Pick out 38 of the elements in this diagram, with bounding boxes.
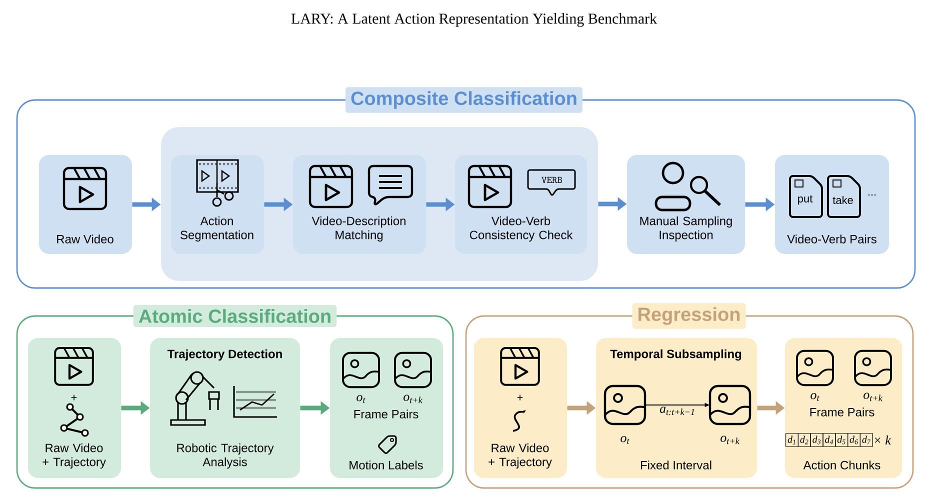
box-label: Action Chunks	[803, 460, 880, 470]
box-label: Raw Video + Trajectory	[488, 443, 552, 469]
chunk-cell: d$_{7}$	[860, 433, 873, 447]
chunk-cell: d$_{2}$	[798, 433, 811, 447]
page-title: LARY: A Latent Action Representation Yielding Benchmark	[291, 13, 658, 27]
bubble-text: VERB	[542, 176, 562, 184]
box-label: Video-Description Matching	[312, 216, 406, 242]
box-heading: Temporal Subsampling	[610, 349, 742, 361]
box-label: Video-Verb Consistency Check	[470, 216, 573, 242]
chunk-multiplier: × k	[874, 435, 892, 444]
plus-sign: +	[71, 394, 77, 400]
chunk-cell: d$_{6}$	[848, 433, 860, 447]
box-label: Action Segmentation	[180, 216, 254, 242]
box-label: Fixed Interval	[640, 460, 712, 470]
frame-symbol: o$_{t}$	[356, 394, 366, 403]
box-label: Raw Video + Trajectory	[42, 443, 106, 469]
chunk-cell: d$_{3}$	[810, 433, 824, 447]
box-label: Video-Verb Pairs	[787, 234, 876, 244]
box-label: Raw Video	[57, 234, 114, 244]
box-heading: Trajectory Detection	[167, 349, 282, 361]
box-label: Frame Pairs	[354, 410, 418, 418]
frame-symbol: o$_{t+k}$	[864, 392, 882, 402]
box-label: Robotic Trajectory Analysis	[177, 443, 274, 469]
document-label: put	[798, 195, 813, 205]
frame-symbol: o$_{t+k}$	[720, 436, 740, 444]
edge-label: a$_{t:t+k−1}$	[660, 406, 694, 416]
ellipsis: ...	[868, 194, 876, 196]
plus-sign: +	[517, 394, 523, 400]
box-label: Frame Pairs	[810, 408, 874, 416]
chunk-cell: d$_{4}$	[822, 433, 836, 447]
box-label: Motion Labels	[350, 460, 423, 470]
frame-symbol: o$_{t}$	[620, 436, 630, 444]
box-label: Manual Sampling Inspection	[640, 216, 732, 242]
frame-symbol: o$_{t}$	[810, 392, 820, 401]
frame-symbol: o$_{t+k}$	[404, 394, 422, 404]
chunk-cell: d$_{5}$	[835, 433, 848, 447]
document-label: take	[832, 196, 853, 204]
chunk-cell: d$_{1}$	[786, 433, 798, 447]
